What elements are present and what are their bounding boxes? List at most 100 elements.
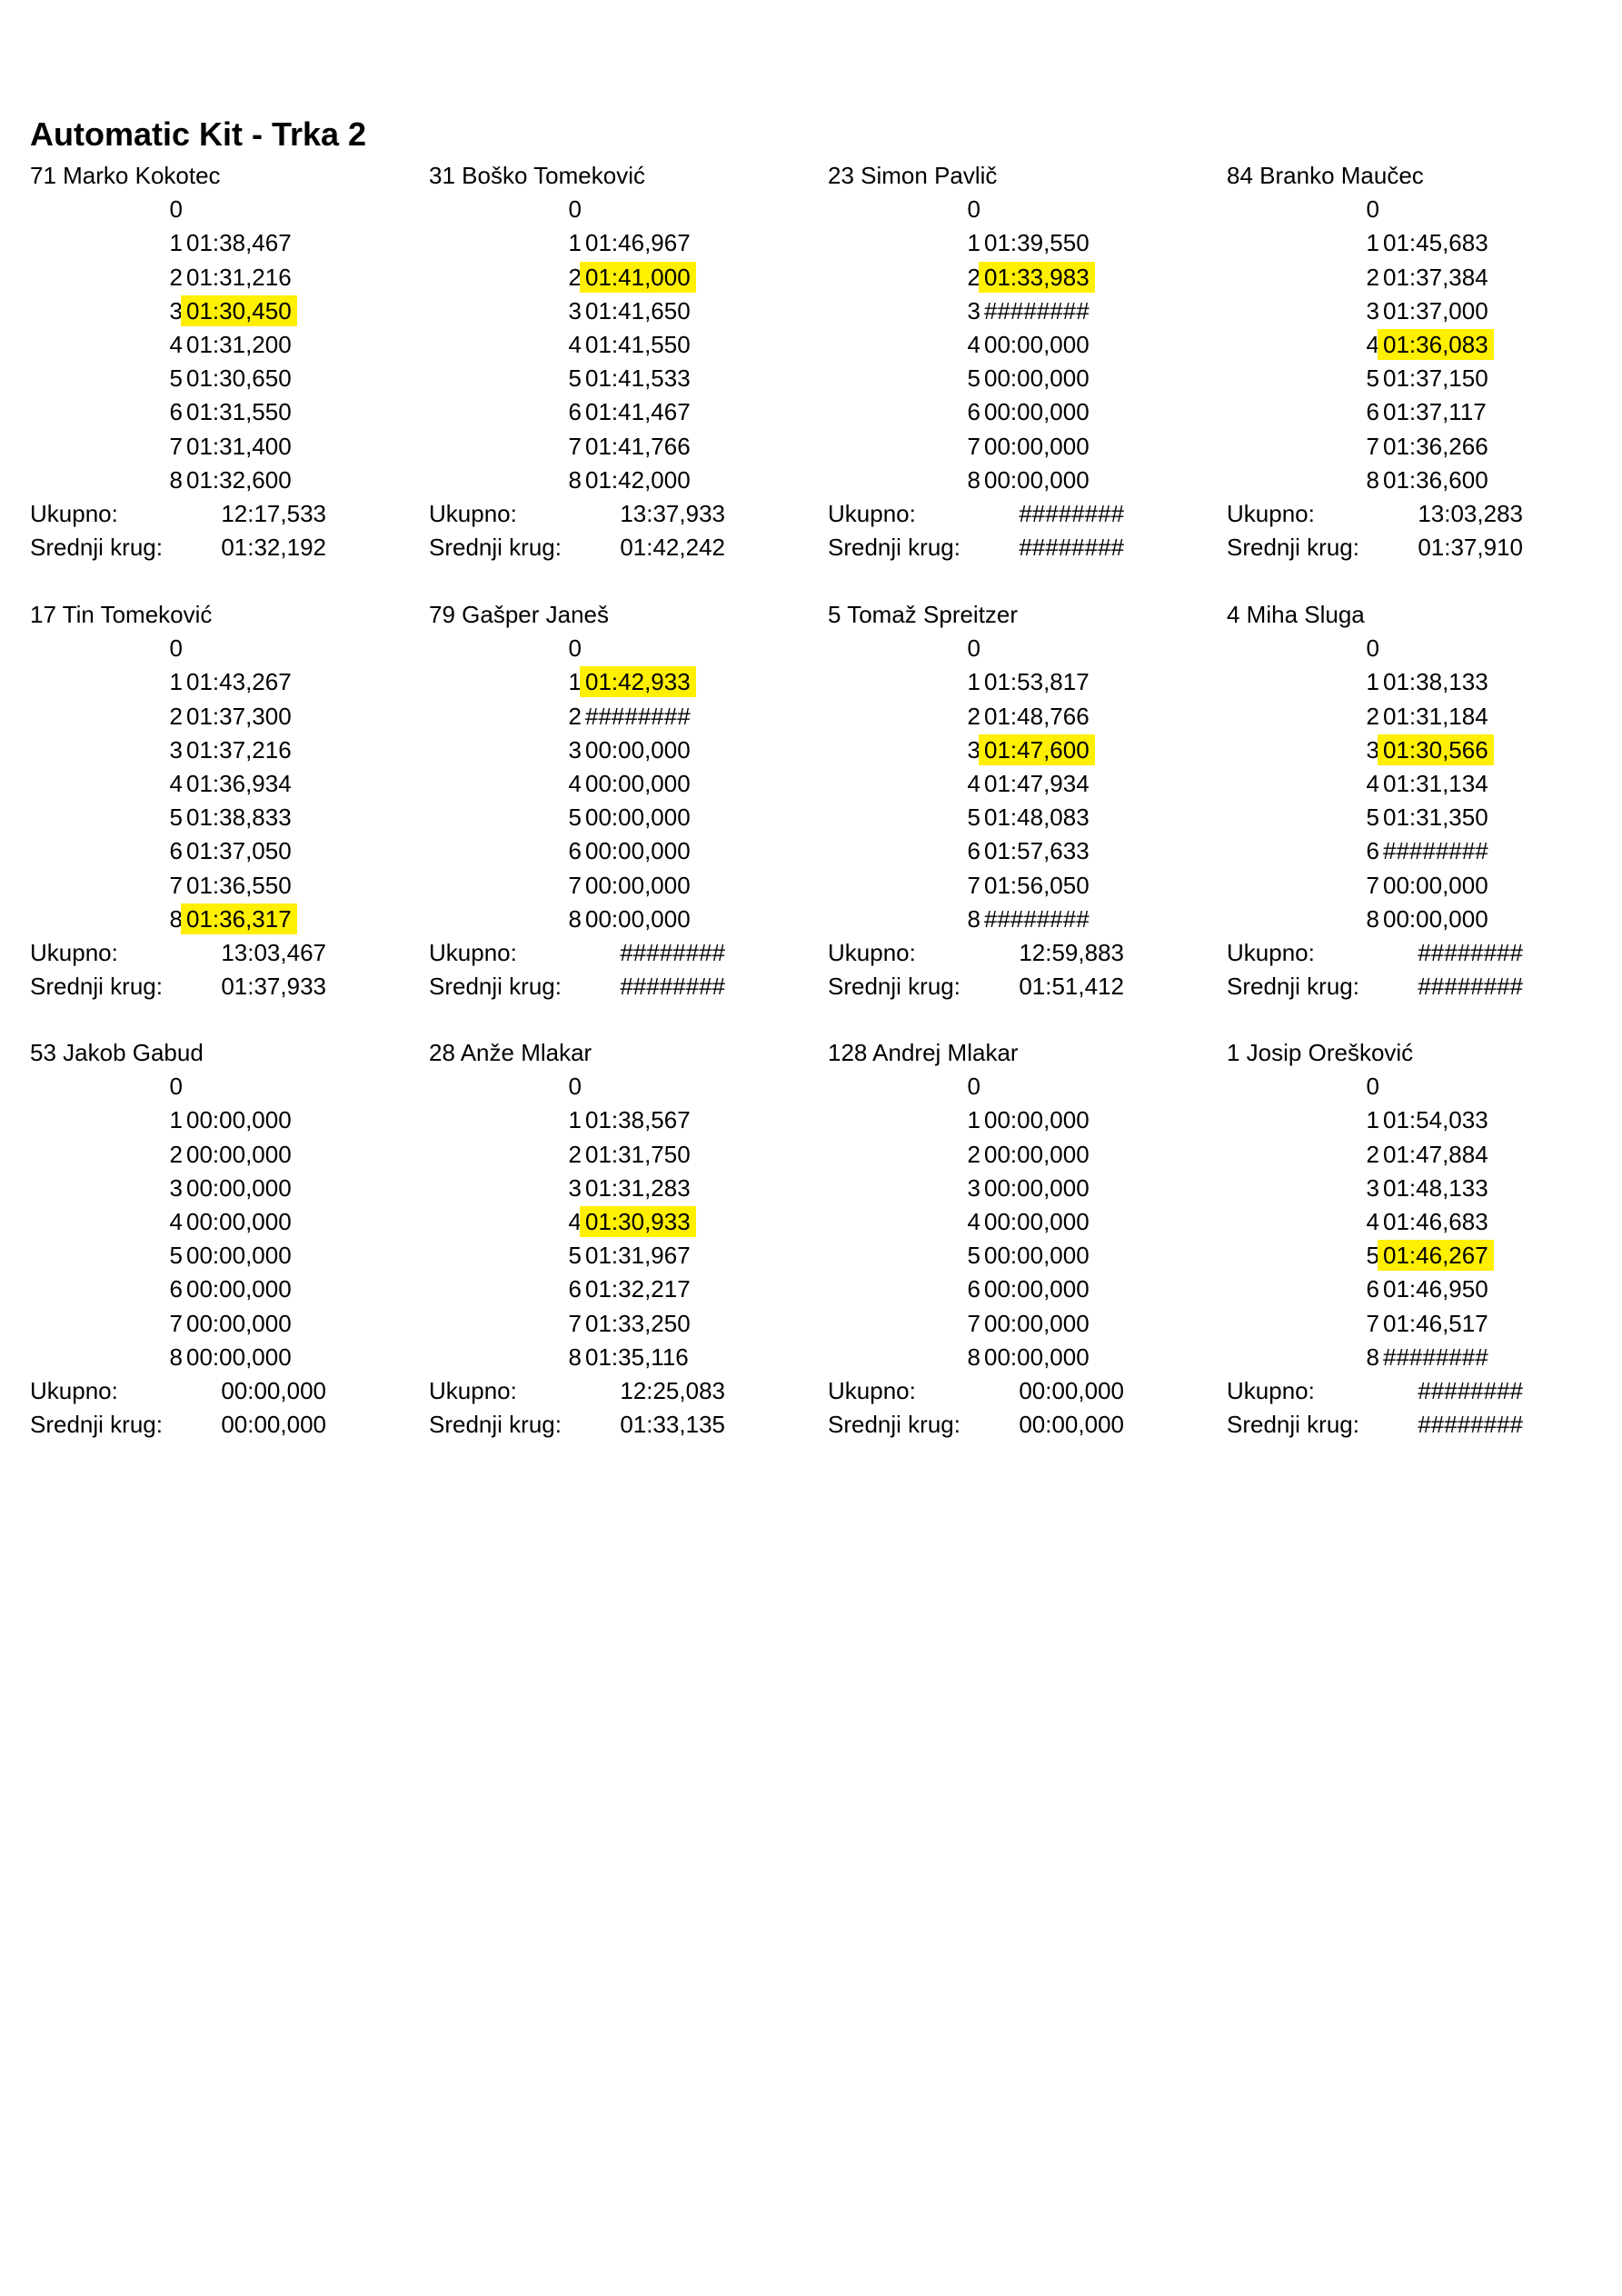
average-value: 01:32,192: [221, 534, 326, 562]
total-label: Ukupno:: [1227, 1377, 1315, 1404]
total-row: Ukupno:########: [828, 498, 1209, 529]
lap-time: 01:31,283: [585, 1173, 691, 1202]
average-label: Srednji krug:: [828, 534, 960, 562]
driver-name: 79 Gašper Janeš: [429, 601, 610, 628]
best-lap-time: 01:33,983: [979, 261, 1095, 293]
average-label: Srednji krug:: [30, 534, 163, 562]
total-label: Ukupno:: [828, 500, 916, 527]
average-value: 01:51,412: [1019, 973, 1124, 1001]
total-label: Ukupno:: [429, 1377, 517, 1404]
average-value: ########: [1418, 1411, 1523, 1439]
lap-number: 6: [568, 837, 582, 865]
lap-row: 6########: [1227, 835, 1608, 866]
lap-row: 0: [429, 194, 811, 225]
lap-time: 01:41,650: [585, 296, 691, 324]
lap-number: 1: [169, 229, 183, 257]
average-label: Srednji krug:: [429, 534, 562, 562]
lap-number: 7: [967, 871, 980, 899]
lap-time: 00:00,000: [984, 364, 1090, 393]
lap-number: 6: [967, 398, 980, 426]
lap-number: 7: [1366, 871, 1379, 899]
lap-time: 01:53,817: [984, 668, 1090, 696]
lap-time: 01:36,934: [186, 770, 292, 797]
lap-row: 0: [30, 194, 412, 225]
lap-row: 0: [429, 1071, 811, 1102]
lap-number: 8: [1366, 1343, 1379, 1371]
lap-time: 01:36,550: [186, 871, 292, 899]
lap-number: 5: [169, 1242, 183, 1270]
lap-number: 4: [1366, 770, 1379, 797]
lap-time: ########: [1383, 1343, 1488, 1371]
average-row: Srednji krug:01:42,242: [429, 532, 811, 563]
lap-row: 3########: [828, 295, 1209, 326]
lap-number: 7: [169, 871, 183, 899]
average-row: Srednji krug:01:51,412: [828, 971, 1209, 1002]
average-label: Srednji krug:: [1227, 973, 1359, 1001]
total-row: Ukupno:00:00,000: [30, 1375, 412, 1406]
lap-time: 01:42,000: [585, 465, 691, 494]
lap-time: 01:35,116: [585, 1343, 689, 1371]
lap-number: 2: [568, 1140, 582, 1168]
lap-time: ########: [1383, 837, 1488, 865]
lap-time: 00:00,000: [186, 1106, 292, 1134]
total-row: Ukupno:13:37,933: [429, 498, 811, 529]
driver-name: 1 Josip Orešković: [1227, 1039, 1414, 1066]
lap-time: 01:39,550: [984, 229, 1090, 257]
total-label: Ukupno:: [429, 500, 517, 527]
total-value: 12:25,083: [620, 1377, 725, 1404]
lap-time: 00:00,000: [1383, 904, 1488, 933]
lap-time: 01:37,050: [186, 837, 292, 865]
lap-time: 00:00,000: [984, 331, 1090, 358]
lap-number: 2: [169, 1140, 183, 1168]
best-lap-time: 01:30,450: [181, 294, 297, 326]
lap-number: 7: [169, 432, 183, 460]
lap-time: 01:37,117: [1383, 398, 1487, 426]
total-value: 00:00,000: [1019, 1377, 1124, 1404]
total-row: Ukupno: 00:00,000: [828, 1375, 1209, 1406]
total-row: Ukupno:########: [1227, 937, 1608, 968]
lap-row: 8########: [1227, 1342, 1608, 1373]
total-row: Ukupno:13:03,283: [1227, 498, 1608, 529]
lap-number: 7: [967, 1309, 980, 1337]
lap-time: 00:00,000: [585, 904, 691, 933]
lap-time: 01:41,766: [585, 432, 691, 460]
driver-name: 128 Andrej Mlakar: [828, 1039, 1019, 1066]
average-row: Srednji krug:01:33,135: [429, 1409, 811, 1440]
lap-number: 1: [1366, 668, 1379, 696]
lap-row: 0: [1227, 1071, 1608, 1102]
total-label: Ukupno:: [828, 1377, 916, 1404]
average-value: 01:33,135: [620, 1411, 725, 1439]
total-row: Ukupno:########: [429, 937, 811, 968]
lap-time: 01:54,033: [1383, 1106, 1488, 1134]
lap-row: 0: [828, 1071, 1209, 1102]
driver-name: 31 Boško Tomeković: [429, 162, 645, 189]
average-value: ########: [1019, 534, 1124, 562]
total-value: 13:03,467: [221, 939, 326, 966]
lap-number: 6: [169, 398, 183, 426]
